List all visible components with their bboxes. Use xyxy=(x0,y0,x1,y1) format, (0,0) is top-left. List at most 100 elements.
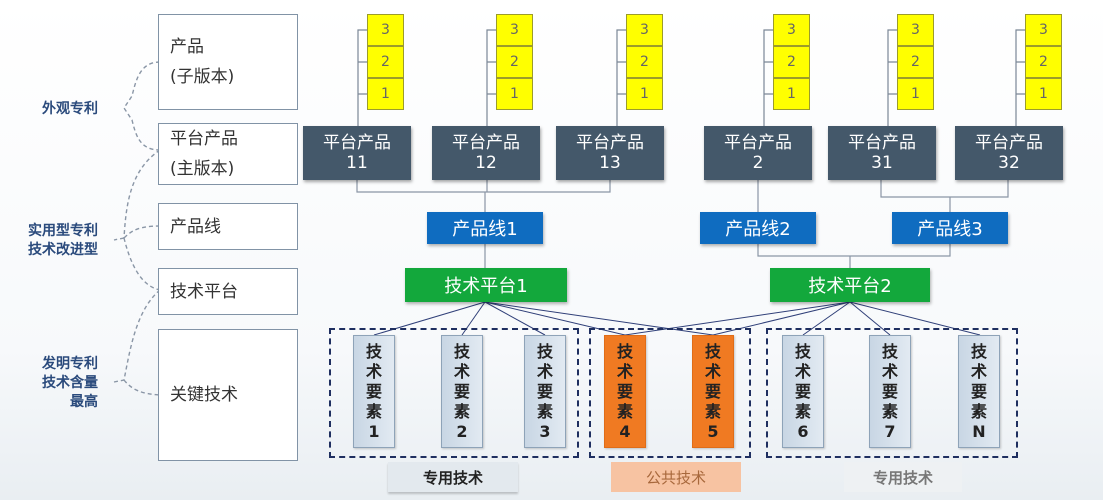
char: 4 xyxy=(619,421,631,441)
char: 术 xyxy=(453,361,470,381)
char: 术 xyxy=(970,361,987,381)
tech-platform-1: 技术平台1 xyxy=(405,268,567,302)
char: 要 xyxy=(536,381,553,401)
char: 技 xyxy=(536,341,553,361)
platform-product-title: 平台产品 xyxy=(323,133,391,153)
char: 要 xyxy=(453,381,470,401)
category-line: 技术改进型 xyxy=(28,242,98,258)
version-box: 3 xyxy=(773,14,810,46)
platform-product-number: 12 xyxy=(475,153,497,173)
char: 素 xyxy=(365,401,382,421)
char: 术 xyxy=(536,361,553,381)
product-line-3: 产品线3 xyxy=(892,212,1008,244)
level-label: 关键技术 xyxy=(170,385,238,405)
level-label: 技术平台 xyxy=(170,281,238,302)
char: 技 xyxy=(704,341,721,361)
level-key-tech: 关键技术 xyxy=(158,329,298,461)
char: 6 xyxy=(797,421,809,441)
category-line: 发明专利 xyxy=(42,356,98,372)
tech-element-1: 技 术 要 素 1 xyxy=(353,335,395,448)
platform-product-title: 平台产品 xyxy=(975,133,1043,153)
version-box: 3 xyxy=(897,14,934,46)
platform-product-11: 平台产品 11 xyxy=(303,126,411,180)
version-brackets xyxy=(357,29,1025,126)
public-tech-group xyxy=(589,328,751,458)
level-product-line: 产品线 xyxy=(158,203,298,250)
group-label-public: 公共技术 xyxy=(611,462,741,492)
tech-element-3: 技 术 要 素 3 xyxy=(524,335,566,448)
platform-product-number: 11 xyxy=(346,153,368,173)
tech-element-7: 技 术 要 素 7 xyxy=(869,335,911,448)
char: 素 xyxy=(970,401,987,421)
category-line: 技术含量 xyxy=(42,375,98,391)
category-invention-patent: 发明专利 技术含量 最高 xyxy=(20,355,98,412)
char: 要 xyxy=(794,381,811,401)
version-box: 2 xyxy=(626,46,663,78)
tech-element-n: 技 术 要 素 N xyxy=(958,335,1000,448)
char: 技 xyxy=(970,341,987,361)
char: 素 xyxy=(616,401,633,421)
char: 2 xyxy=(456,421,468,441)
char: 术 xyxy=(616,361,633,381)
version-box: 3 xyxy=(626,14,663,46)
char: 要 xyxy=(365,381,382,401)
level-product: 产品 (子版本) xyxy=(158,14,298,110)
char: 要 xyxy=(704,381,721,401)
private-tech-group-2 xyxy=(766,328,1018,458)
version-box: 1 xyxy=(496,78,533,110)
private-tech-group-1 xyxy=(329,328,579,458)
level-sublabel: (主版本) xyxy=(170,159,235,179)
char: 技 xyxy=(365,341,382,361)
product-line-1: 产品线1 xyxy=(427,212,543,244)
level-tech-platform: 技术平台 xyxy=(158,268,298,315)
version-box: 3 xyxy=(496,14,533,46)
char: 5 xyxy=(707,421,719,441)
version-box: 1 xyxy=(897,78,934,110)
char: 术 xyxy=(881,361,898,381)
version-box: 1 xyxy=(773,78,810,110)
version-box: 1 xyxy=(1025,78,1062,110)
hierarchy-lines xyxy=(356,180,1009,268)
version-box: 1 xyxy=(626,78,663,110)
version-box: 1 xyxy=(367,78,404,110)
group-label-private-1: 专用技术 xyxy=(388,462,518,492)
char: 技 xyxy=(881,341,898,361)
tech-element-2: 技 术 要 素 2 xyxy=(441,335,483,448)
char: 7 xyxy=(884,421,896,441)
char: 1 xyxy=(368,421,380,441)
tech-element-6: 技 术 要 素 6 xyxy=(782,335,824,448)
product-line-2: 产品线2 xyxy=(700,212,816,244)
platform-product-title: 平台产品 xyxy=(576,133,644,153)
tech-element-4: 技 术 要 素 4 xyxy=(604,335,646,448)
platform-product-32: 平台产品 32 xyxy=(955,126,1063,180)
level-label: 产品线 xyxy=(170,216,221,237)
version-box: 2 xyxy=(496,46,533,78)
version-box: 3 xyxy=(367,14,404,46)
platform-product-title: 平台产品 xyxy=(724,133,792,153)
level-platform-product: 平台产品 (主版本) xyxy=(158,123,298,185)
platform-product-number: 32 xyxy=(998,153,1020,173)
tech-platform-2: 技术平台2 xyxy=(770,268,930,302)
platform-product-12: 平台产品 12 xyxy=(432,126,540,180)
char: 要 xyxy=(970,381,987,401)
char: 素 xyxy=(453,401,470,421)
category-braces xyxy=(113,61,161,396)
char: 术 xyxy=(365,361,382,381)
char: 技 xyxy=(794,341,811,361)
char: 术 xyxy=(794,361,811,381)
char: 术 xyxy=(704,361,721,381)
group-label-private-2: 专用技术 xyxy=(844,462,962,492)
version-box: 2 xyxy=(773,46,810,78)
platform-product-13: 平台产品 13 xyxy=(556,126,664,180)
char: N xyxy=(972,421,986,441)
version-box: 3 xyxy=(1025,14,1062,46)
version-box: 2 xyxy=(897,46,934,78)
char: 要 xyxy=(881,381,898,401)
platform-product-number: 2 xyxy=(752,153,764,173)
category-line: 外观专利 xyxy=(42,101,98,117)
level-label: 平台产品 xyxy=(170,129,238,149)
category-line: 实用型专利 xyxy=(28,223,98,239)
char: 3 xyxy=(539,421,551,441)
tech-element-5: 技 术 要 素 5 xyxy=(692,335,734,448)
char: 素 xyxy=(794,401,811,421)
